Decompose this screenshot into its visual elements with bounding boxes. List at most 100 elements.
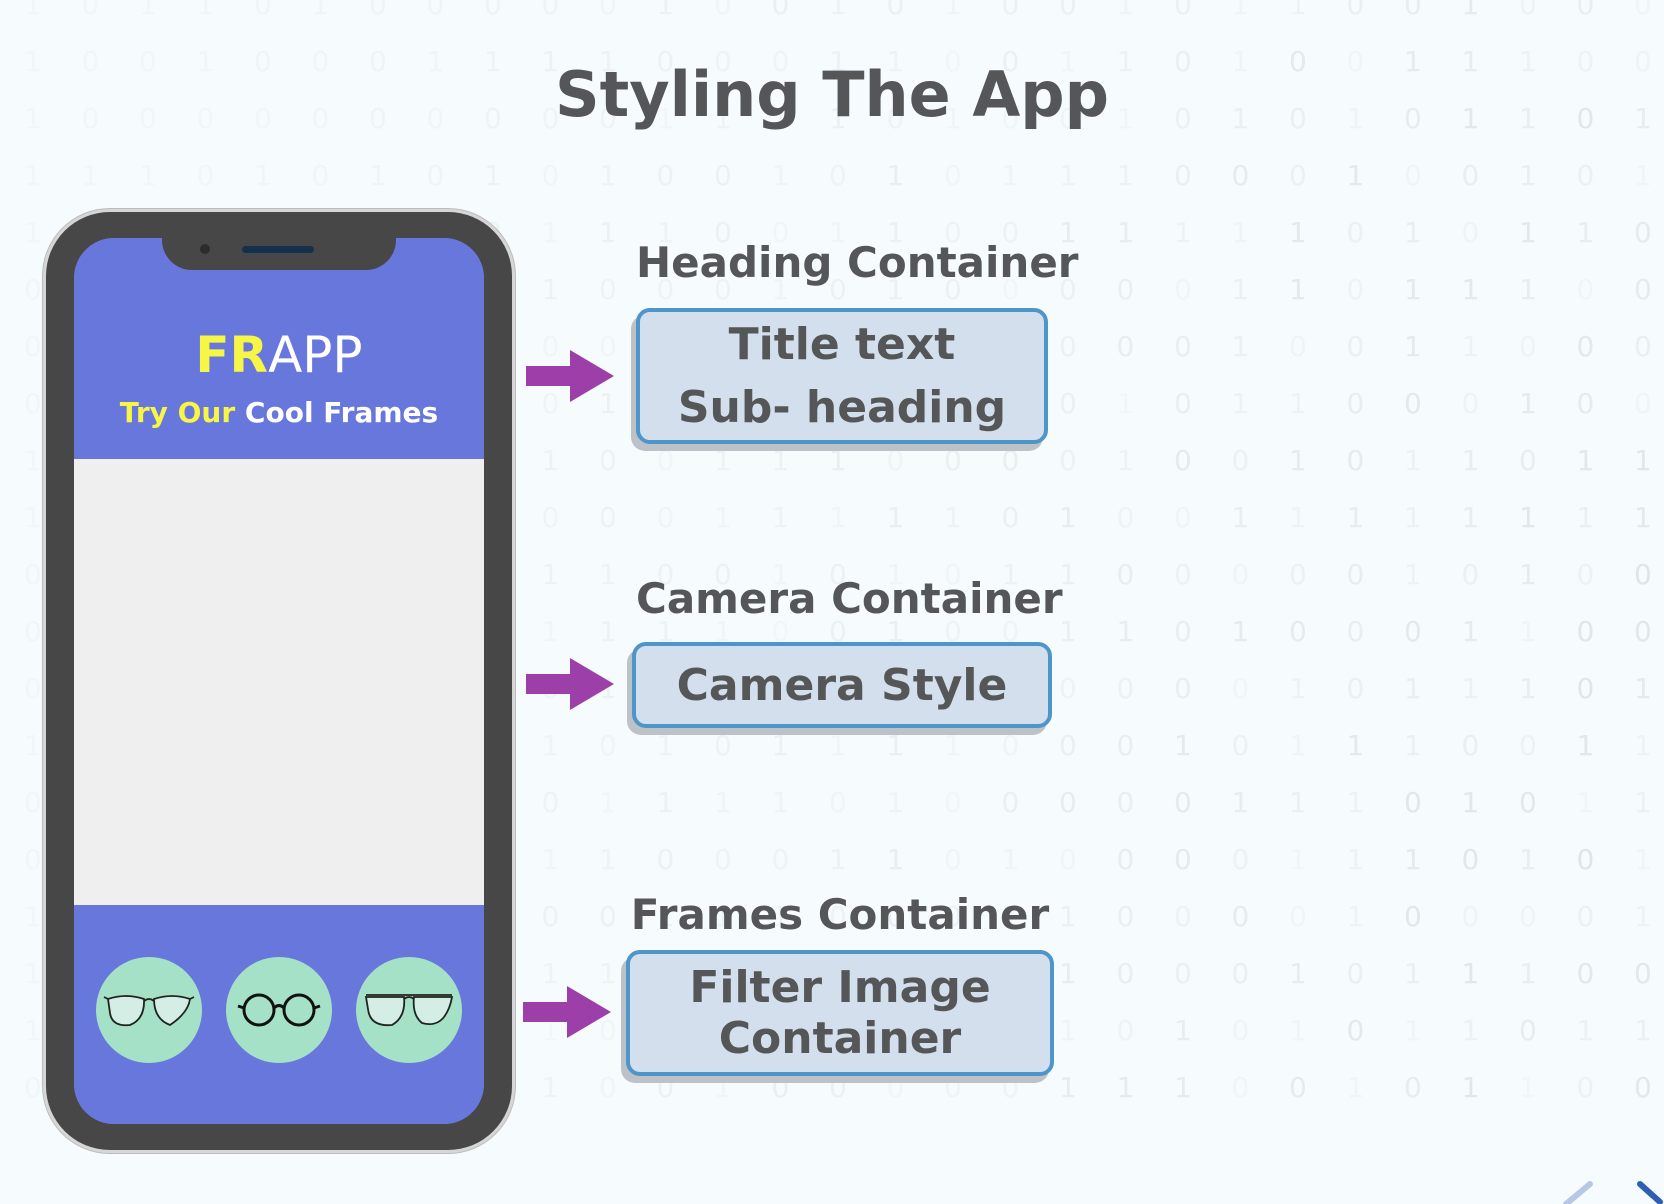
svg-text:0: 0	[1232, 159, 1250, 192]
svg-text:1: 1	[1289, 444, 1307, 477]
svg-text:0: 0	[1519, 0, 1537, 21]
svg-text:0: 0	[1462, 216, 1480, 249]
frames-container	[74, 905, 484, 1124]
svg-text:1: 1	[1519, 558, 1537, 591]
svg-text:0: 0	[1404, 387, 1422, 420]
svg-text:1: 1	[1577, 786, 1595, 819]
svg-text:1: 1	[139, 0, 157, 21]
svg-text:0: 0	[542, 0, 560, 21]
svg-text:1: 1	[1289, 672, 1307, 705]
svg-text:0: 0	[24, 843, 42, 876]
svg-text:1: 1	[1174, 1014, 1192, 1047]
svg-text:0: 0	[599, 273, 617, 306]
svg-text:0: 0	[1174, 672, 1192, 705]
app-subtitle: Try Our Cool Frames	[74, 396, 484, 429]
svg-text:0: 0	[1059, 444, 1077, 477]
svg-text:1: 1	[599, 216, 617, 249]
svg-text:0: 0	[1577, 672, 1595, 705]
svg-text:0: 0	[24, 273, 42, 306]
box-line: Camera Style	[676, 659, 1008, 711]
svg-text:0: 0	[657, 501, 675, 534]
svg-text:0: 0	[1347, 672, 1365, 705]
frame-thumb-2[interactable]	[226, 957, 332, 1063]
svg-text:0: 0	[1577, 0, 1595, 21]
svg-text:1: 1	[1462, 501, 1480, 534]
svg-text:0: 0	[1634, 1071, 1652, 1104]
svg-text:0: 0	[829, 159, 847, 192]
svg-text:1: 1	[1404, 501, 1422, 534]
app-title: FRAPP	[74, 326, 484, 384]
svg-text:1: 1	[542, 843, 560, 876]
svg-text:1: 1	[1634, 843, 1652, 876]
svg-text:1: 1	[772, 159, 790, 192]
svg-text:0: 0	[1577, 387, 1595, 420]
svg-text:1: 1	[714, 786, 732, 819]
svg-text:0: 0	[1462, 900, 1480, 933]
svg-text:0: 0	[1577, 273, 1595, 306]
svg-text:0: 0	[1577, 615, 1595, 648]
svg-text:1: 1	[1634, 444, 1652, 477]
svg-text:0: 0	[1059, 672, 1077, 705]
svg-text:0: 0	[714, 729, 732, 762]
svg-text:0: 0	[1117, 501, 1135, 534]
svg-text:0: 0	[657, 159, 675, 192]
svg-text:1: 1	[772, 729, 790, 762]
svg-text:0: 0	[1577, 159, 1595, 192]
svg-text:0: 0	[1519, 330, 1537, 363]
svg-text:0: 0	[1002, 786, 1020, 819]
svg-text:0: 0	[1634, 558, 1652, 591]
svg-text:1: 1	[1519, 216, 1537, 249]
svg-text:0: 0	[599, 1071, 617, 1104]
svg-text:0: 0	[1232, 558, 1250, 591]
svg-text:1: 1	[1289, 387, 1307, 420]
svg-text:0: 0	[1462, 843, 1480, 876]
svg-text:1: 1	[1289, 786, 1307, 819]
svg-text:1: 1	[714, 501, 732, 534]
svg-text:0: 0	[1117, 1014, 1135, 1047]
svg-text:0: 0	[714, 843, 732, 876]
svg-text:1: 1	[24, 900, 42, 933]
svg-text:1: 1	[1404, 558, 1422, 591]
svg-text:0: 0	[1117, 558, 1135, 591]
svg-text:0: 0	[1347, 330, 1365, 363]
frame-thumb-3[interactable]	[356, 957, 462, 1063]
frame-thumb-1[interactable]	[96, 957, 202, 1063]
svg-text:0: 0	[1634, 957, 1652, 990]
svg-text:0: 0	[1577, 957, 1595, 990]
svg-text:0: 0	[24, 786, 42, 819]
arrow-right-icon	[526, 350, 614, 402]
svg-text:0: 0	[542, 159, 560, 192]
svg-text:0: 0	[1519, 1014, 1537, 1047]
svg-text:0: 0	[427, 0, 445, 21]
svg-text:1: 1	[1462, 786, 1480, 819]
svg-text:1: 1	[657, 786, 675, 819]
app-subtitle-highlight: Try Our	[119, 396, 236, 429]
svg-text:1: 1	[829, 444, 847, 477]
svg-text:0: 0	[1174, 615, 1192, 648]
svg-text:0: 0	[542, 501, 560, 534]
heading-container: FRAPP Try Our Cool Frames	[74, 238, 484, 459]
app-subtitle-rest: Cool Frames	[235, 396, 439, 429]
svg-text:1: 1	[1462, 615, 1480, 648]
svg-text:0: 0	[1289, 558, 1307, 591]
svg-text:1: 1	[1462, 957, 1480, 990]
svg-text:1: 1	[1577, 501, 1595, 534]
svg-text:0: 0	[1347, 0, 1365, 21]
svg-text:0: 0	[1059, 729, 1077, 762]
svg-text:0: 0	[1059, 387, 1077, 420]
svg-text:1: 1	[254, 159, 272, 192]
svg-text:0: 0	[1347, 558, 1365, 591]
svg-text:0: 0	[1117, 786, 1135, 819]
svg-text:0: 0	[1002, 501, 1020, 534]
svg-text:1: 1	[1577, 1014, 1595, 1047]
svg-text:0: 0	[1232, 1014, 1250, 1047]
svg-text:1: 1	[1117, 387, 1135, 420]
svg-text:0: 0	[657, 843, 675, 876]
svg-text:1: 1	[1462, 1014, 1480, 1047]
svg-text:0: 0	[772, 0, 790, 21]
svg-text:1: 1	[1232, 0, 1250, 21]
round-glasses-icon	[237, 993, 321, 1027]
svg-text:0: 0	[1577, 558, 1595, 591]
svg-text:1: 1	[1404, 216, 1422, 249]
svg-text:0: 0	[1117, 729, 1135, 762]
